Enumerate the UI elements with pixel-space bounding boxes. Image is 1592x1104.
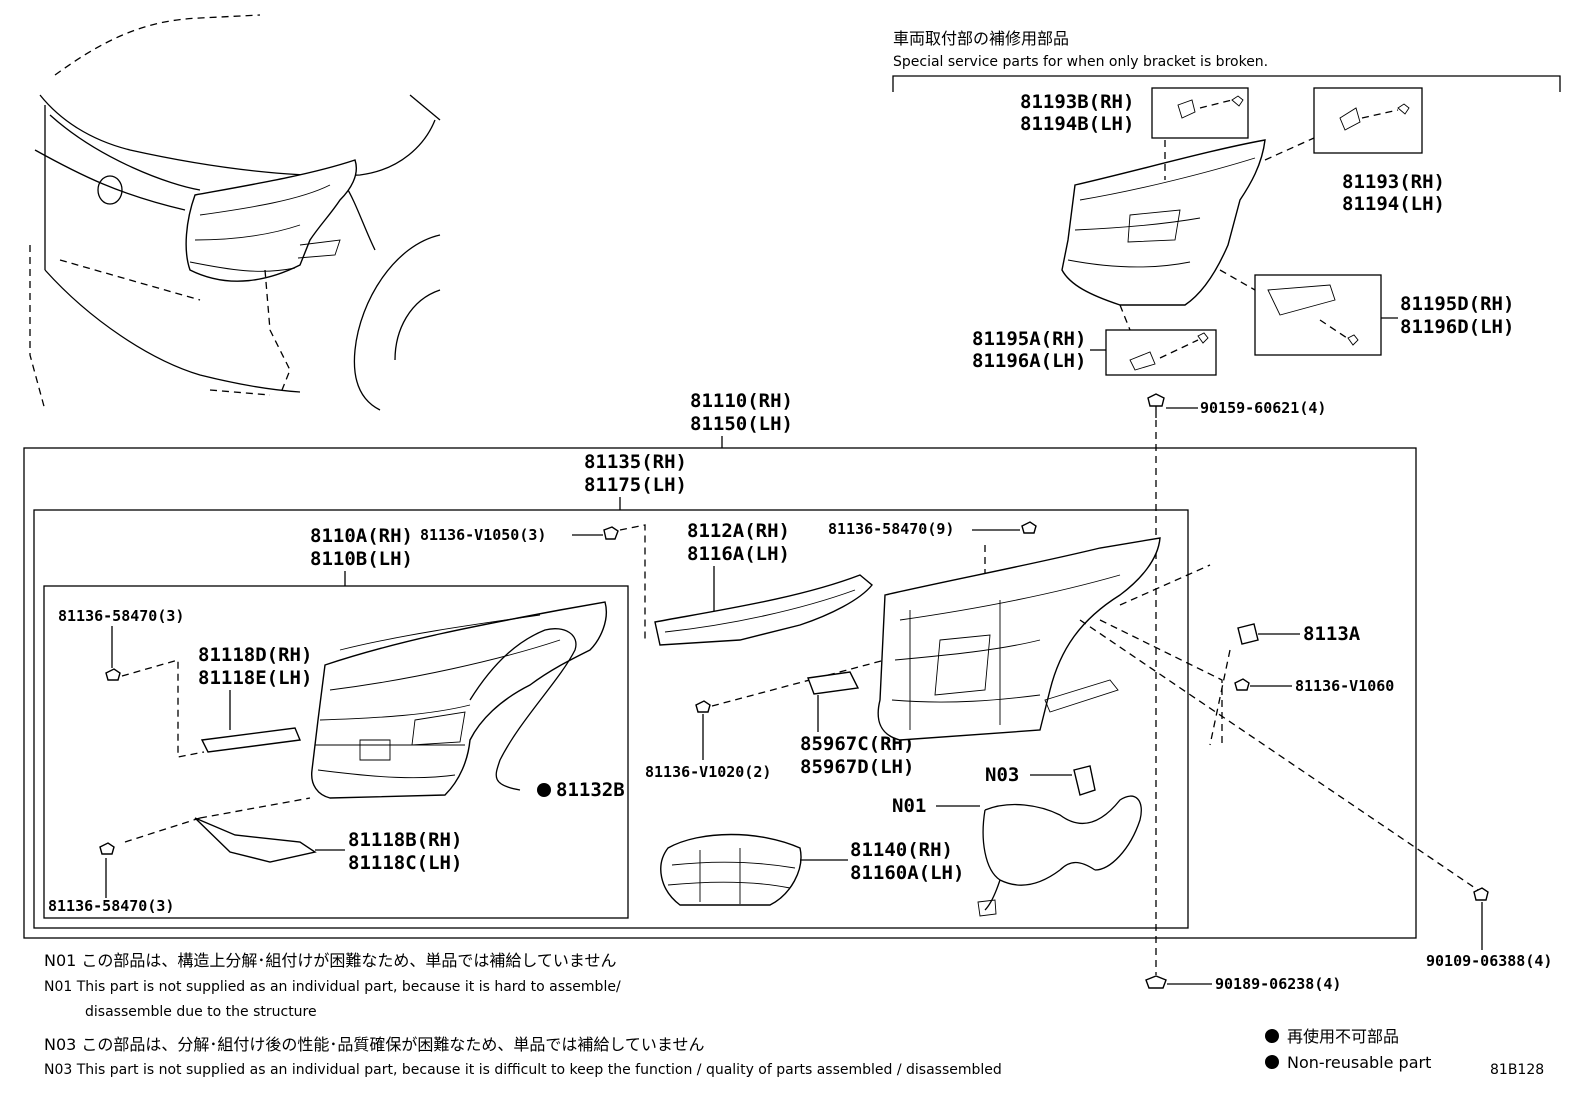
label-81136-V1020: 81136-V1020(2): [645, 763, 771, 781]
bolt-90189-image: [1145, 975, 1167, 989]
label-81150: 81150(LH): [690, 413, 793, 435]
housing-image: [877, 537, 1161, 741]
label-90109: 90109-06388(4): [1426, 952, 1552, 970]
label-81135: 81135(RH): [584, 451, 687, 473]
label-8116A: 8116A(LH): [687, 543, 790, 565]
label-81118C: 81118C(LH): [348, 852, 462, 874]
footnote-n01-en-1: N01 This part is not supplied as an indi…: [44, 979, 621, 995]
label-81110: 81110(RH): [690, 390, 793, 412]
garnish-8112A-image: [654, 574, 873, 646]
footnote-n03-en: N03 This part is not supplied as an indi…: [44, 1062, 1002, 1078]
screw-58470-9-image: [1021, 521, 1037, 534]
label-81118B: 81118B(RH): [348, 829, 462, 851]
plate-85967C-image: [807, 671, 860, 695]
label-81136-58470-3a: 81136-58470(3): [58, 607, 184, 625]
footnote-n01-en-2: disassemble due to the structure: [85, 1004, 317, 1020]
wire-harness-N01-image: [977, 795, 1142, 917]
assembly-box-81110: [23, 447, 1417, 939]
box-81193: [1313, 87, 1423, 154]
headlamp-8110A-image: [311, 601, 607, 799]
service-bracket-line: [892, 75, 1561, 92]
label-85967D: 85967D(LH): [800, 756, 914, 778]
label-81194: 81194(LH): [1342, 193, 1445, 215]
box-81195A: [1105, 329, 1217, 376]
label-81175: 81175(LH): [584, 474, 687, 496]
screw-V1050-image: [603, 526, 619, 540]
screw-V1020-image: [695, 700, 711, 713]
label-81136-V1060: 81136-V1060: [1295, 677, 1394, 695]
label-85967C: 85967C(RH): [800, 733, 914, 755]
vehicle-location-illustration: [29, 14, 441, 411]
label-81195A: 81195A(RH): [972, 328, 1086, 350]
legend-dot-icon: [1265, 1029, 1279, 1043]
label-81196A: 81196A(LH): [972, 350, 1086, 372]
label-81193B: 81193B(RH): [1020, 91, 1134, 113]
bracket-81118B-image: [194, 817, 317, 863]
label-81194B: 81194B(LH): [1020, 113, 1134, 135]
non-reusable-dot-81132B: [537, 783, 551, 797]
clip-8113A-image: [1237, 623, 1259, 645]
assembly-box-8110A: [43, 585, 629, 919]
legend-jp: 再使用不可部品: [1287, 1027, 1399, 1046]
box-81195D: [1254, 274, 1382, 356]
screw-58470-b-image: [99, 842, 115, 855]
label-N01: N01: [892, 795, 926, 817]
label-N03: N03: [985, 764, 1019, 786]
screw-V1060-image: [1234, 678, 1250, 691]
label-81136-V1050: 81136-V1050(3): [420, 526, 546, 544]
bracket-81118D-image: [200, 727, 301, 753]
socket-N03-image: [1073, 765, 1096, 796]
figure-code: 81B128: [1490, 1062, 1544, 1078]
label-90189: 90189-06238(4): [1215, 975, 1341, 993]
label-81193: 81193(RH): [1342, 171, 1445, 193]
label-8110B: 8110B(LH): [310, 548, 413, 570]
label-81195D: 81195D(RH): [1400, 293, 1514, 315]
box-81193B: [1151, 87, 1249, 139]
label-90159: 90159-60621(4): [1200, 399, 1326, 417]
bolt-90159-image: [1147, 393, 1165, 407]
label-81118D: 81118D(RH): [198, 644, 312, 666]
label-8113A: 8113A: [1303, 623, 1361, 645]
label-81132B: 81132B: [556, 779, 625, 801]
lens-81140-image: [660, 833, 802, 906]
label-8112A: 8112A(RH): [687, 520, 790, 542]
screw-58470-a-image: [105, 668, 121, 681]
legend-dot-icon-2: [1265, 1055, 1279, 1069]
legend-en: Non-reusable part: [1287, 1053, 1431, 1072]
footnote-n03-jp: N03 この部品は、分解･組付け後の性能･品質確保が困難なため、単品では補給して…: [44, 1035, 704, 1054]
footnote-n01-jp: N01 この部品は、構造上分解･組付けが困難なため、単品では補給していません: [44, 951, 616, 970]
label-81196D: 81196D(LH): [1400, 316, 1514, 338]
label-81136-58470-3b: 81136-58470(3): [48, 897, 174, 915]
label-8110A: 8110A(RH): [310, 525, 413, 547]
label-81140: 81140(RH): [850, 839, 953, 861]
service-header-en: Special service parts for when only brac…: [893, 54, 1268, 70]
service-header-jp: 車両取付部の補修用部品: [893, 29, 1069, 48]
service-headlamp-image: [1061, 139, 1266, 306]
label-81118E: 81118E(LH): [198, 667, 312, 689]
label-81160A: 81160A(LH): [850, 862, 964, 884]
label-81136-58470-9: 81136-58470(9): [828, 520, 954, 538]
bolt-90109-image: [1473, 887, 1489, 901]
assembly-box-81135: [33, 509, 1189, 929]
